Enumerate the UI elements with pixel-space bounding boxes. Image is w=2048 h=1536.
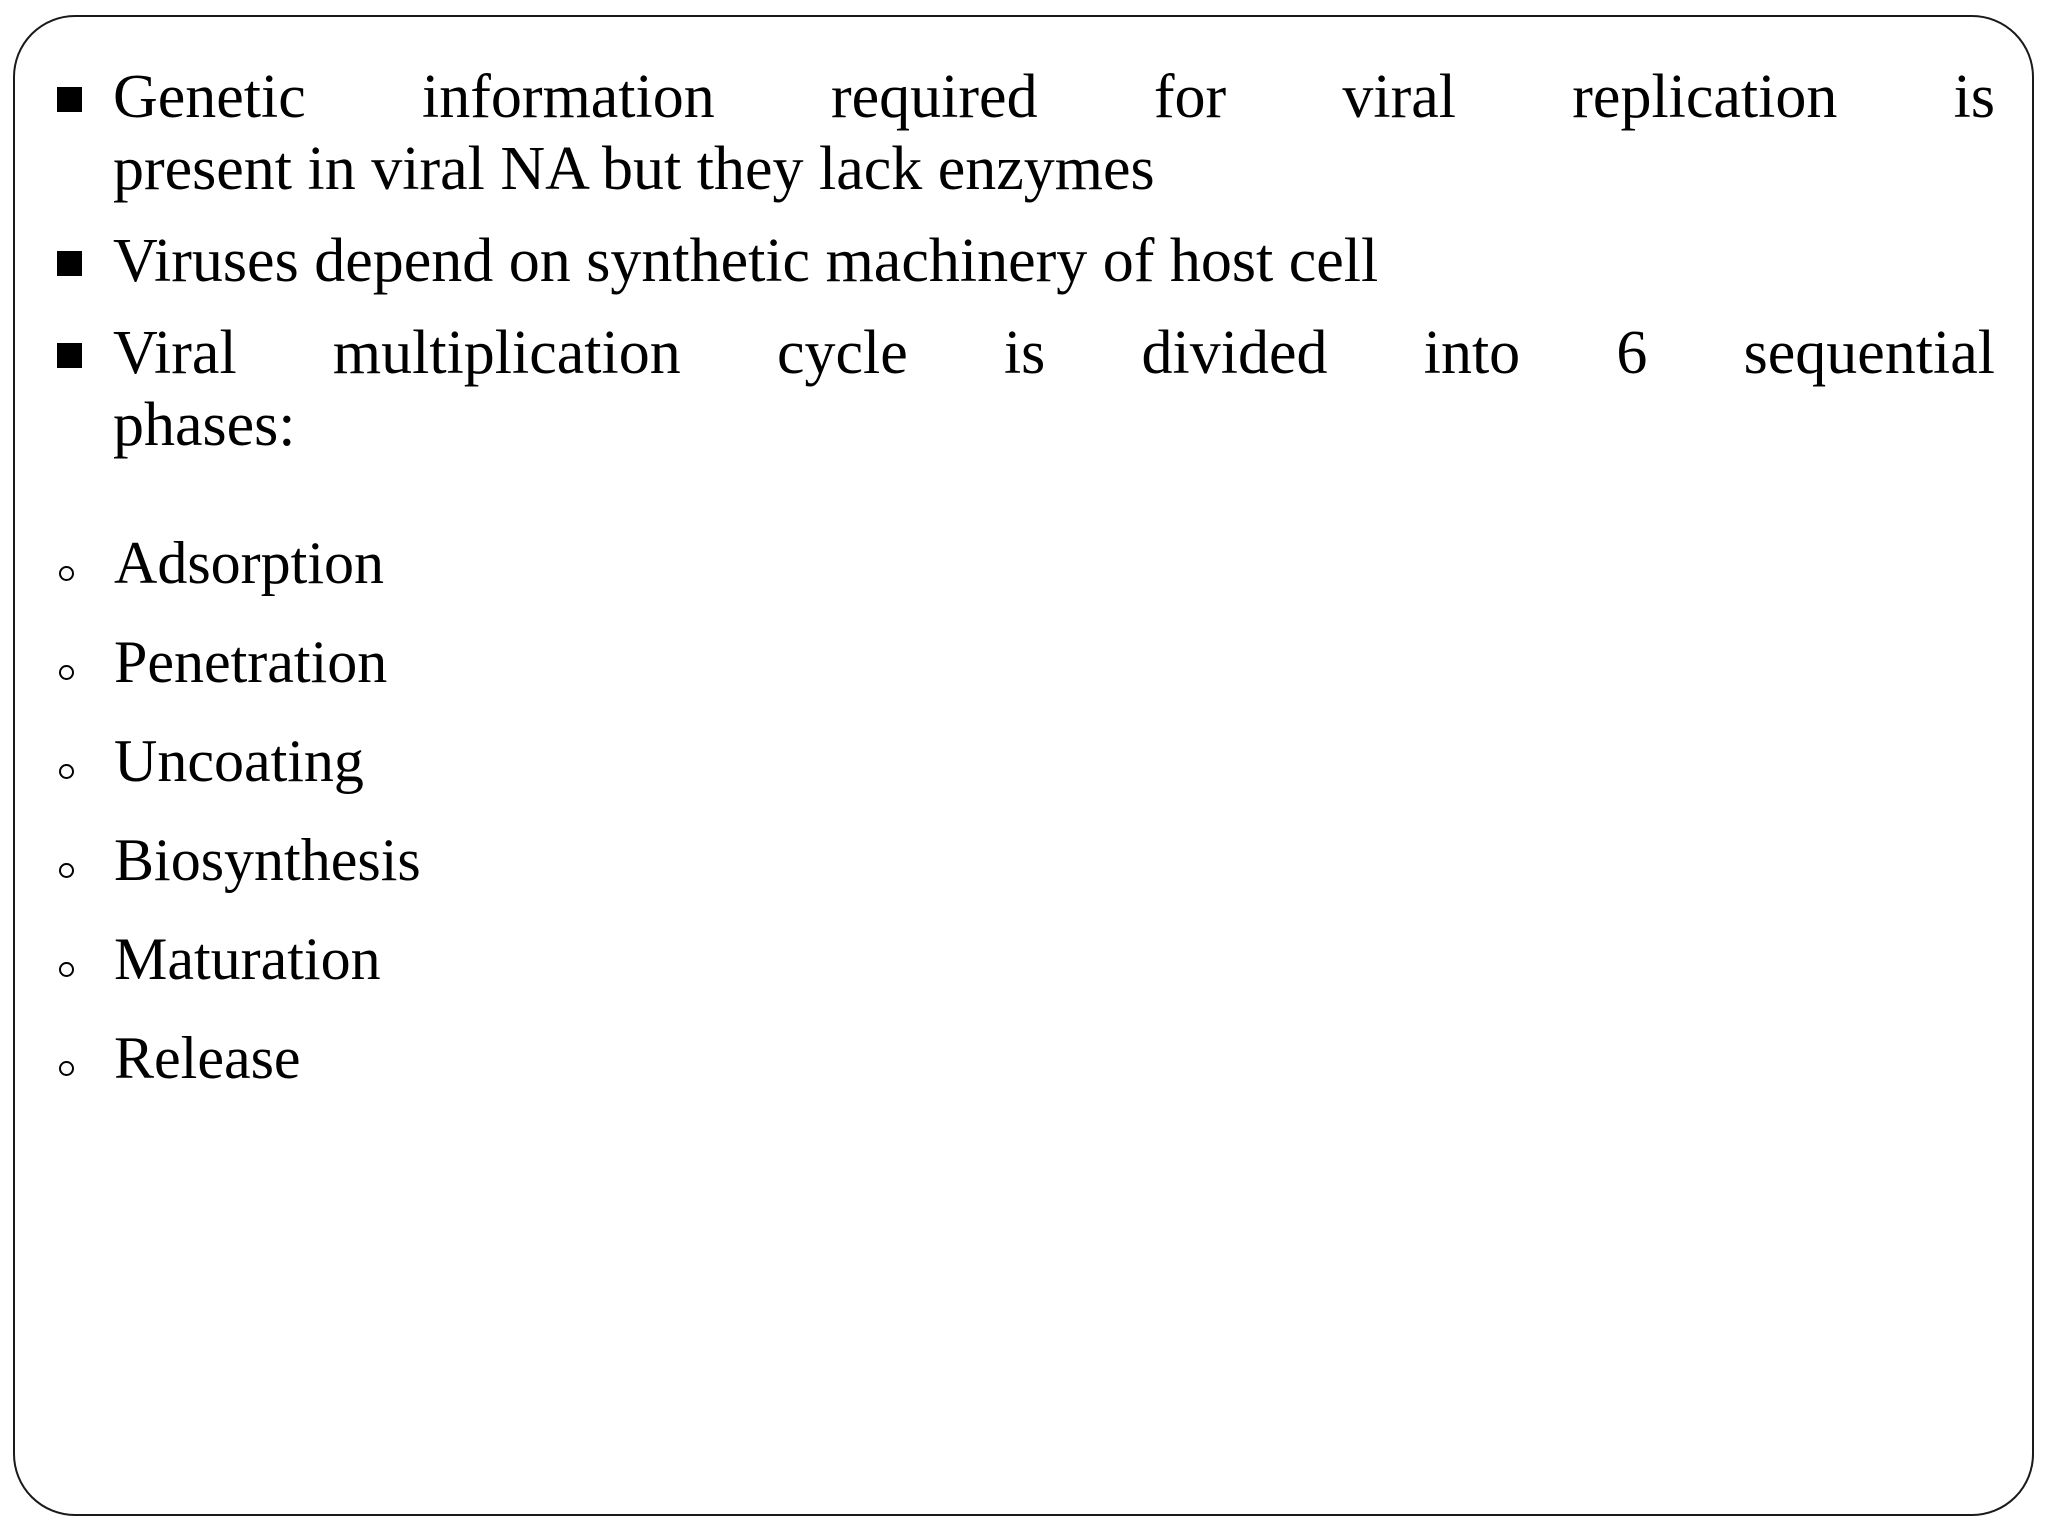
sub-bullet-item-release: Release <box>57 991 1995 1090</box>
circle-bullet-icon <box>59 763 74 779</box>
sub-bullet-item-adsorption: Adsorption <box>57 496 1995 595</box>
sub-bullet-label: Release <box>114 1025 301 1092</box>
bullet-item-3-text: Viral multiplication cycle is divided in… <box>113 318 1995 462</box>
sub-bullet-label: Maturation <box>114 926 381 993</box>
sub-bullet-item-penetration: Penetration <box>57 595 1995 694</box>
circle-bullet-icon <box>59 961 74 977</box>
bullet-item-1: Genetic information required for viral r… <box>57 62 1995 206</box>
bullet-item-1-line-1: Genetic information required for viral r… <box>113 63 1995 131</box>
square-bullet-icon <box>57 250 82 276</box>
circle-bullet-icon <box>59 565 74 581</box>
sub-bullet-label: Adsorption <box>114 530 384 597</box>
sub-bullet-item-biosynthesis: Biosynthesis <box>57 793 1995 892</box>
sub-bullet-item-uncoating: Uncoating <box>57 694 1995 793</box>
bullet-item-3-line-2: phases: <box>113 390 296 459</box>
sub-bullet-list: Adsorption Penetration Uncoating Biosynt… <box>57 496 1995 1090</box>
circle-bullet-icon <box>59 1060 74 1076</box>
square-bullet-icon <box>57 342 82 368</box>
bullet-item-3-line-1: Viral multiplication cycle is divided in… <box>113 318 1995 387</box>
bullet-item-3: Viral multiplication cycle is divided in… <box>57 318 1995 462</box>
slide-content: Genetic information required for viral r… <box>57 62 1995 1090</box>
sub-bullet-label: Penetration <box>114 629 388 696</box>
bullet-item-2: Viruses depend on synthetic machinery of… <box>57 226 1995 298</box>
sub-bullet-label: Uncoating <box>114 728 364 795</box>
bullet-item-1-text: Genetic information required for viral r… <box>113 62 1995 206</box>
bullet-item-2-text: Viruses depend on synthetic machinery of… <box>113 226 1379 295</box>
bullet-item-1-line-2: present in viral NA but they lack enzyme… <box>113 134 1155 203</box>
sub-bullet-label: Biosynthesis <box>114 827 421 894</box>
square-bullet-icon <box>57 87 82 112</box>
circle-bullet-icon <box>59 664 74 680</box>
circle-bullet-icon <box>59 862 74 878</box>
sub-bullet-item-maturation: Maturation <box>57 892 1995 991</box>
